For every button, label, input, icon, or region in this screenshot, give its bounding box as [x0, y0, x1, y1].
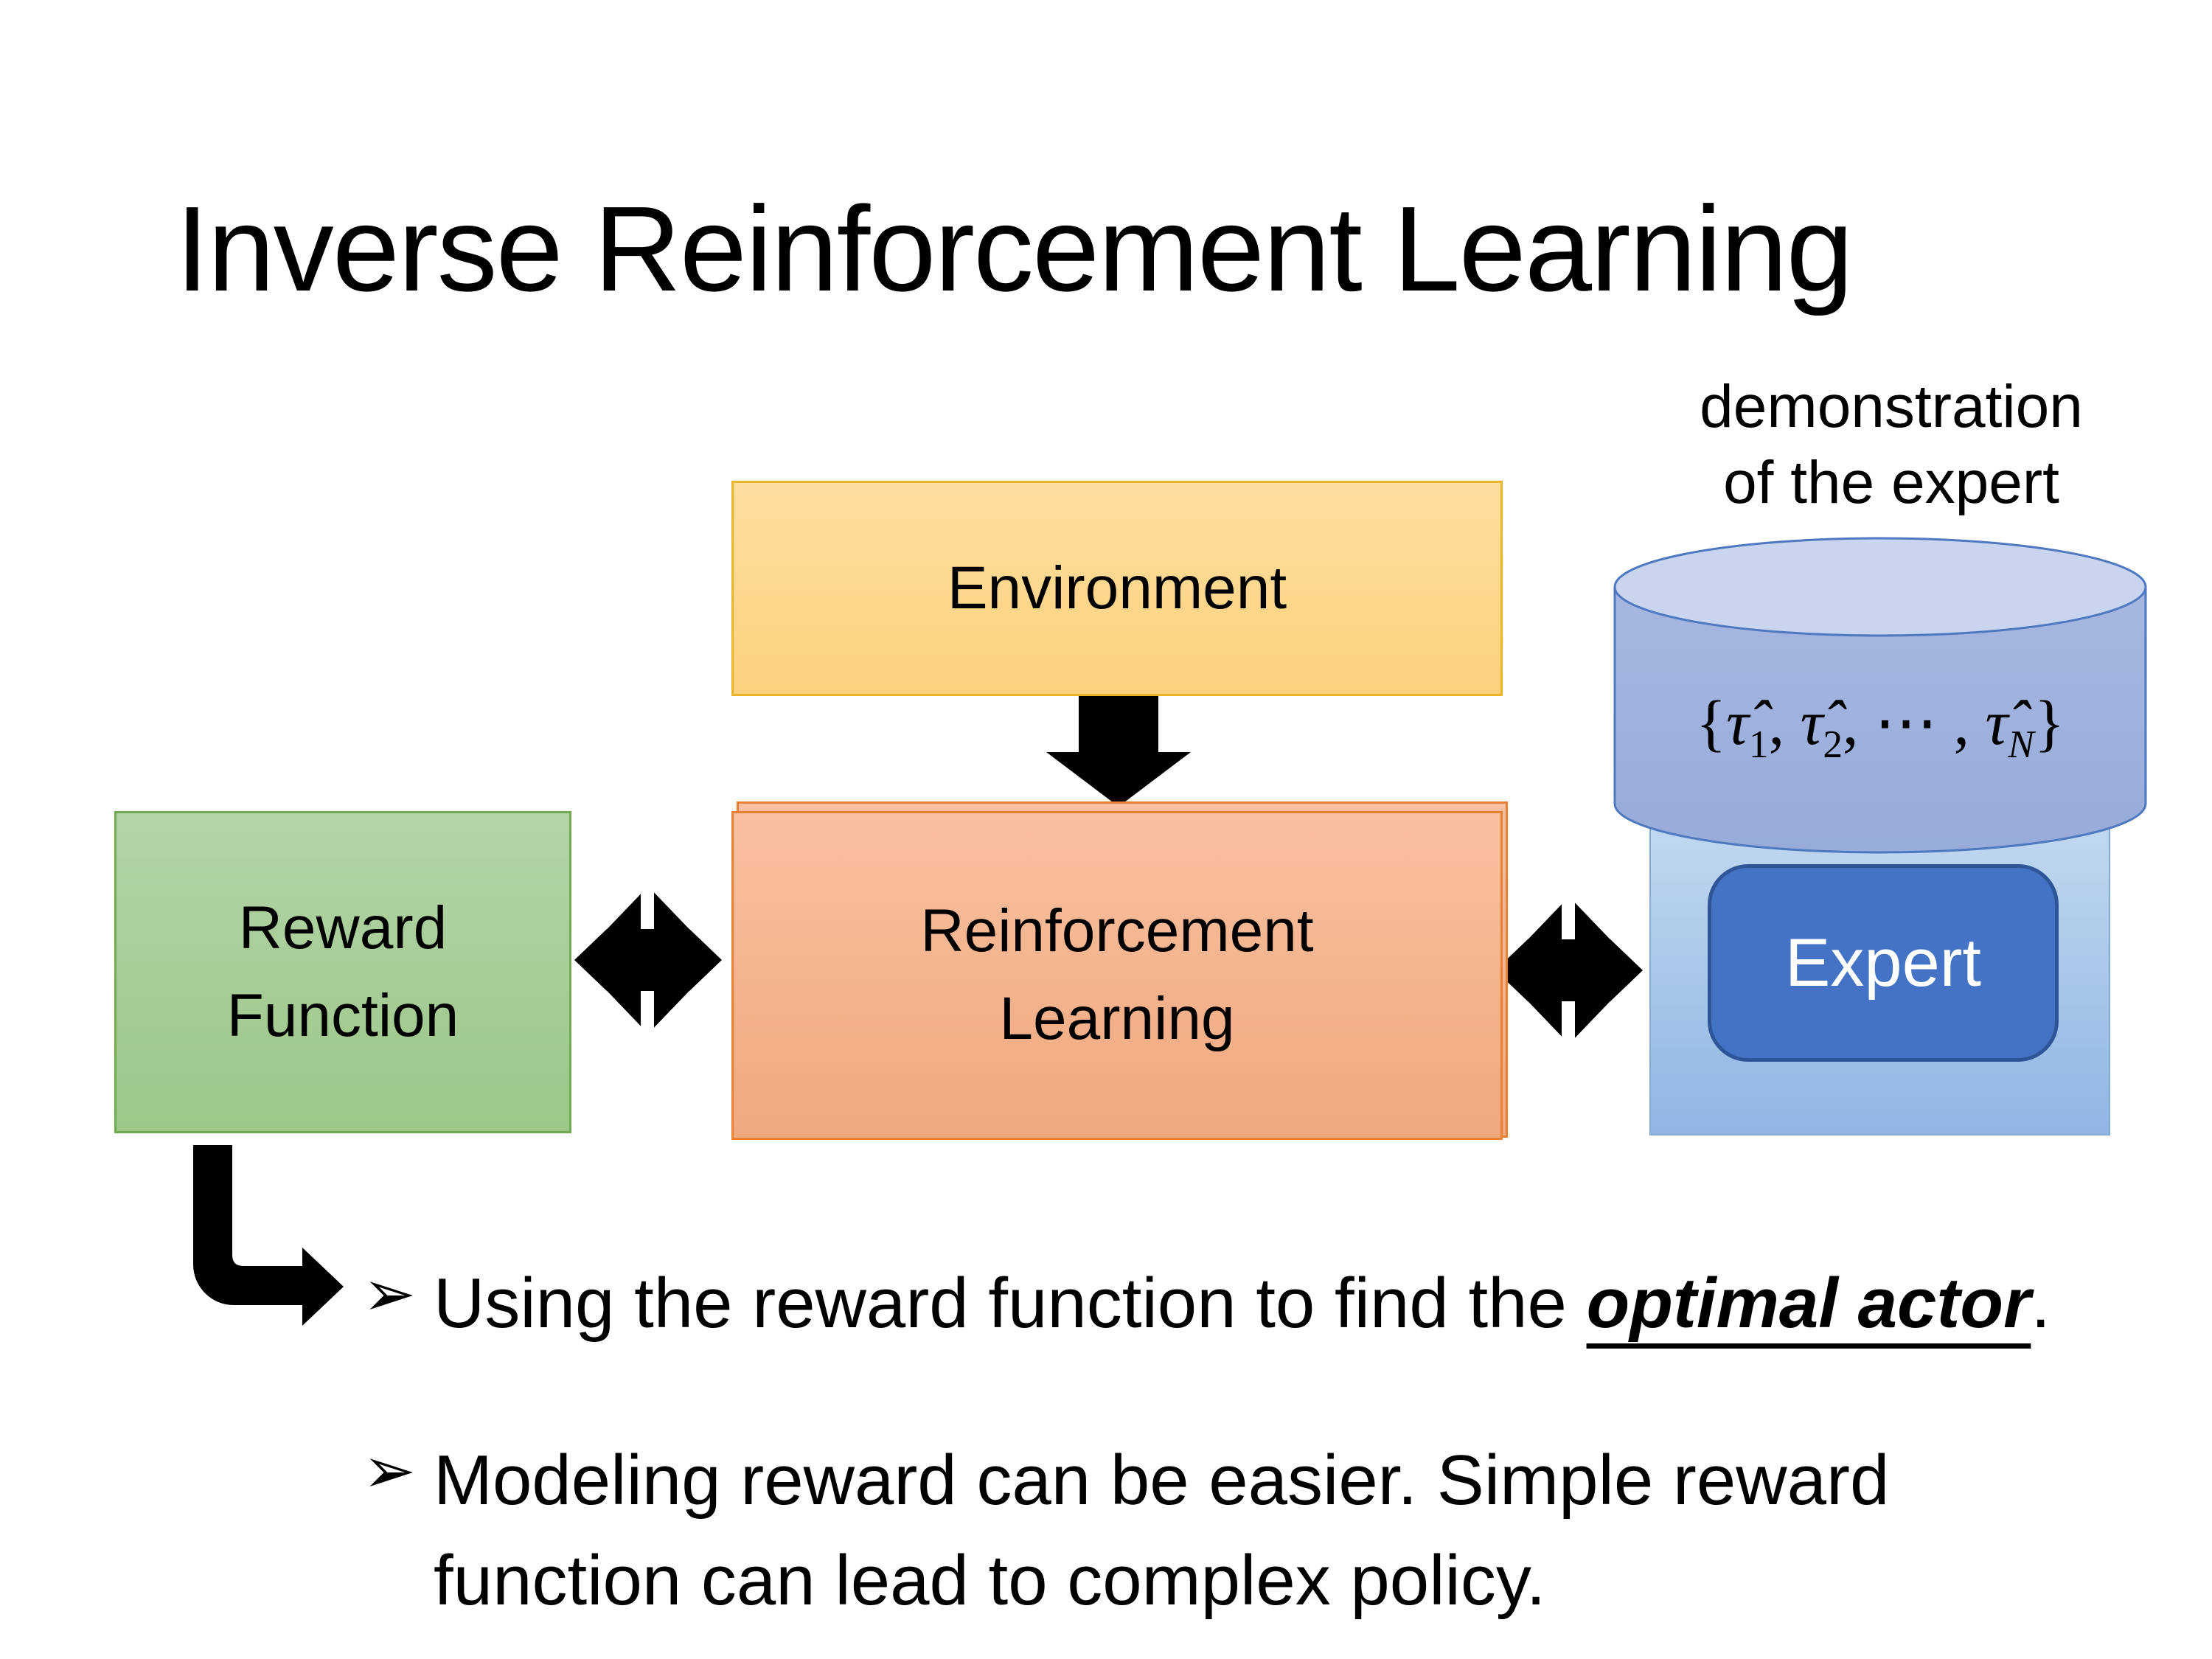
formula-open-brace: { — [1695, 687, 1727, 758]
formula-tau1: τ̂ — [1726, 687, 1749, 758]
bullet-item-1: Using the reward function to find the op… — [434, 1253, 2051, 1354]
rl-label-line1: Reinforcement — [920, 897, 1314, 965]
bullet-marker: ➢ — [363, 1434, 417, 1508]
trajectory-set-formula: {τ̂1, τ̂2, ⋯ , τ̂N} — [1612, 686, 2149, 764]
formula-dots: , ⋯ , — [1843, 687, 1986, 758]
reward-label-line1: Reward — [238, 894, 448, 961]
expert-label: Expert — [1785, 925, 1981, 1001]
demo-caption: demonstration of the expert — [1641, 369, 2142, 521]
demo-caption-line1: demonstration — [1700, 373, 2083, 440]
bullet1-prefix: Using the reward function to find the — [434, 1264, 1587, 1343]
page-title: Inverse Reinforcement Learning — [175, 181, 1854, 316]
demonstrations-cylinder — [1613, 537, 2147, 854]
bullet2-line2: function can lead to complex policy. — [434, 1541, 1546, 1621]
double-arrow-icon-right — [1495, 895, 1643, 1046]
environment-box: Environment — [731, 481, 1503, 696]
elbow-arrow-icon — [193, 1145, 344, 1326]
demo-caption-line2: of the expert — [1723, 449, 2059, 517]
formula-close-brace: } — [2034, 687, 2065, 758]
formula-subN: N — [2008, 722, 2034, 767]
formula-tau2: τ̂ — [1800, 687, 1823, 758]
formula-tauN: τ̂ — [1985, 687, 2008, 758]
double-arrow-icon-left — [574, 885, 722, 1035]
formula-comma1: , — [1768, 687, 1801, 758]
bullet-marker: ➢ — [363, 1257, 417, 1331]
down-arrow-icon — [1046, 696, 1191, 807]
bullet-item-2: Modeling reward can be easier. Simple re… — [434, 1430, 1889, 1632]
expert-button: Expert — [1708, 864, 2059, 1062]
formula-sub1: 1 — [1748, 722, 1769, 767]
environment-label: Environment — [947, 554, 1287, 622]
reward-function-box: Reward Function — [114, 811, 571, 1133]
rl-label-line2: Learning — [999, 985, 1235, 1052]
bullet2-line1: Modeling reward can be easier. Simple re… — [434, 1441, 1890, 1520]
formula-sub2: 2 — [1823, 722, 1843, 767]
reward-label-line2: Function — [226, 981, 459, 1049]
bullet1-suffix: . — [2031, 1264, 2051, 1343]
bullet1-emphasis: optimal actor — [1586, 1264, 2031, 1343]
reinforcement-learning-box: Reinforcement Learning — [731, 811, 1503, 1140]
